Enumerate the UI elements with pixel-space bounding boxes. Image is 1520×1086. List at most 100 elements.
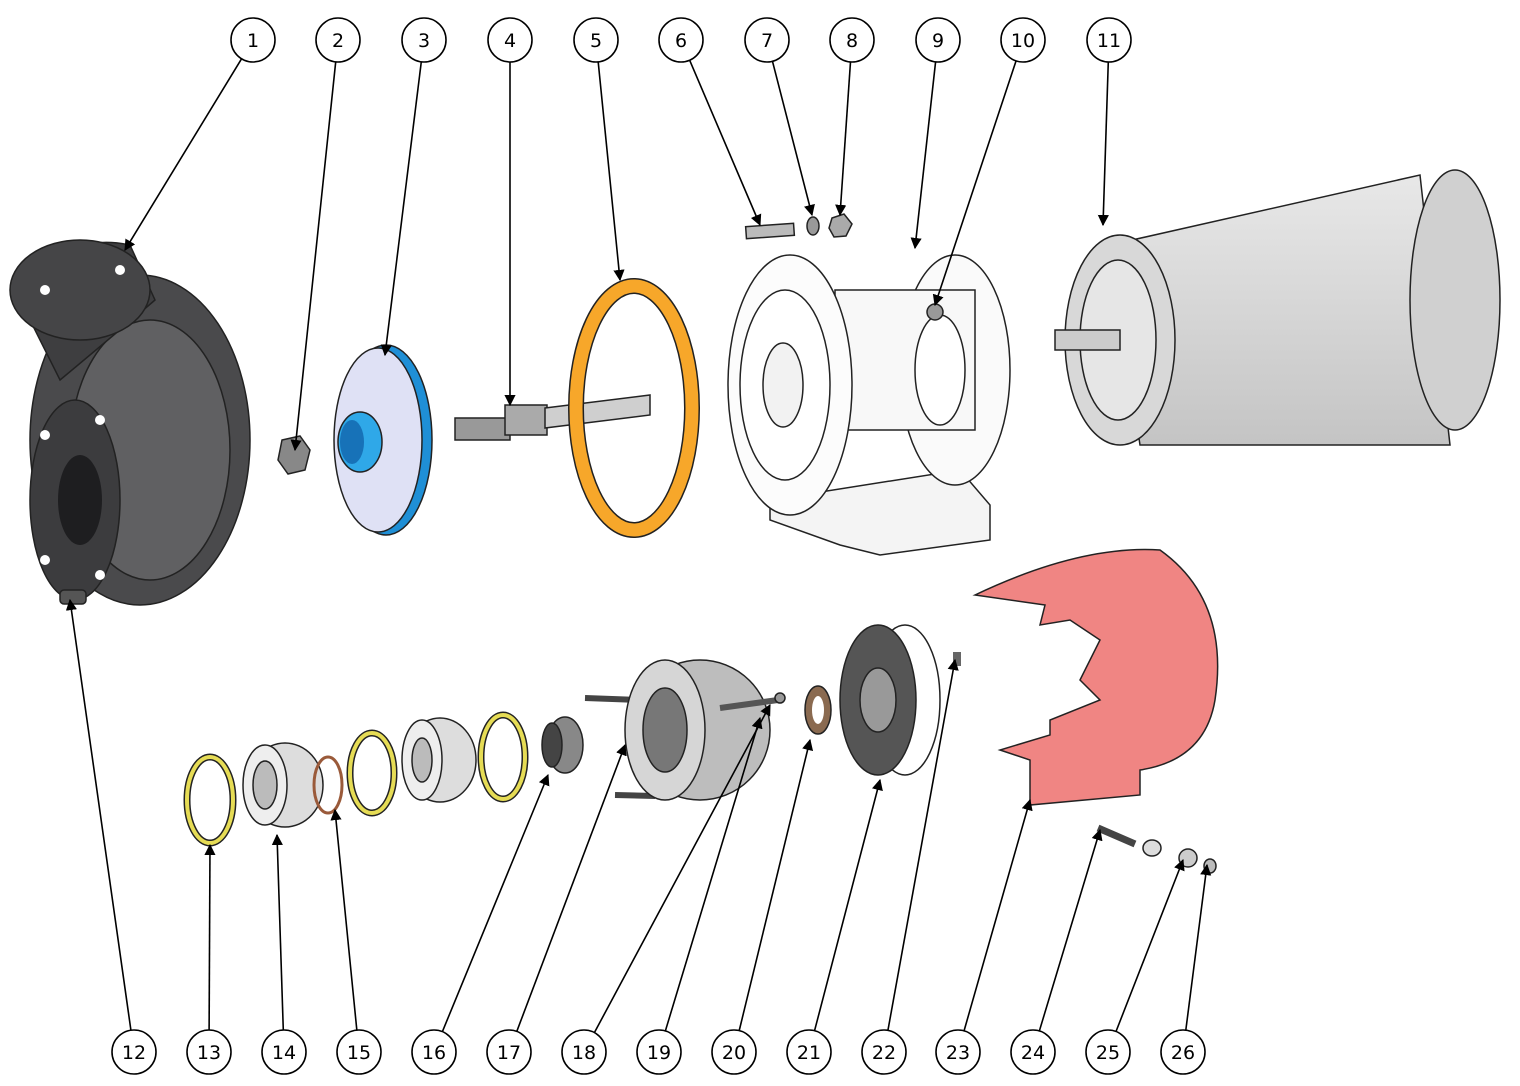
leader-line-23: [963, 798, 1033, 1032]
bearing: [242, 742, 324, 828]
balloon-circle: [829, 17, 875, 63]
balloon-1: 1: [230, 17, 276, 63]
leader-line-12: [65, 598, 132, 1031]
balloon-label: 1: [247, 30, 259, 52]
pump-casing: [9, 239, 251, 606]
leader-line-25: [1115, 858, 1185, 1032]
balloon-label: 8: [846, 30, 858, 52]
balloon-22: 22: [861, 1029, 907, 1075]
leader-line-5: [597, 61, 625, 282]
bearing-bracket: [727, 254, 1011, 556]
balloon-circle: [1000, 17, 1046, 63]
coupling-guard: [972, 548, 1219, 806]
leader-line-15: [330, 808, 358, 1031]
balloon-6: 6: [658, 17, 704, 63]
balloon-10: 10: [1000, 17, 1046, 63]
balloon-label: 13: [197, 1042, 221, 1064]
balloon-circle: [230, 17, 276, 63]
balloon-circle: [315, 17, 361, 63]
balloon-label: 3: [418, 30, 430, 52]
yellow-ring: [346, 729, 398, 817]
leader-line-19: [664, 716, 763, 1032]
balloon-label: 17: [497, 1042, 521, 1064]
balloon-circle: [935, 1029, 981, 1075]
balloon-circle: [561, 1029, 607, 1075]
leader-line-2: [290, 61, 337, 452]
guard-fasteners: [1096, 824, 1217, 874]
balloon-circle: [486, 1029, 532, 1075]
balloon-15: 15: [336, 1029, 382, 1075]
balloon-circle: [1085, 1029, 1131, 1075]
balloon-circle: [401, 17, 447, 63]
balloon-24: 24: [1010, 1029, 1056, 1075]
balloon-26: 26: [1160, 1029, 1206, 1075]
balloon-12: 12: [111, 1029, 157, 1075]
mechanical-seal: [541, 716, 584, 774]
balloon-label: 11: [1097, 30, 1121, 52]
gasket: [568, 278, 700, 538]
balloon-circle: [1086, 17, 1132, 63]
brown-o-ring: [312, 755, 344, 815]
balloon-4: 4: [487, 17, 533, 63]
shaft: [454, 394, 651, 441]
balloon-label: 23: [946, 1042, 970, 1064]
balloon-circle: [186, 1029, 232, 1075]
bearing-housing: [584, 659, 771, 801]
balloon-label: 4: [504, 30, 516, 52]
drain-plug: [59, 589, 87, 605]
balloon-label: 21: [797, 1042, 821, 1064]
balloon-circle: [786, 1029, 832, 1075]
balloon-label: 2: [332, 30, 344, 52]
impeller: [333, 344, 433, 536]
motor: [1054, 169, 1501, 446]
leader-line-18: [593, 704, 771, 1033]
balloon-circle: [1010, 1029, 1056, 1075]
balloon-circle: [744, 17, 790, 63]
balloon-circle: [336, 1029, 382, 1075]
balloon-8: 8: [829, 17, 875, 63]
balloon-21: 21: [786, 1029, 832, 1075]
yellow-ring-2: [477, 711, 529, 803]
balloon-circle: [111, 1029, 157, 1075]
balloon-label: 15: [347, 1042, 371, 1064]
seal-ring: [183, 753, 237, 847]
balloon-18: 18: [561, 1029, 607, 1075]
balloon-label: 10: [1011, 30, 1035, 52]
fan: [839, 624, 941, 776]
studs: [719, 692, 786, 711]
balloon-circle: [1160, 1029, 1206, 1075]
leader-line-24: [1038, 828, 1103, 1032]
balloon-17: 17: [486, 1029, 532, 1075]
leader-line-8: [835, 61, 852, 217]
balloon-circle: [636, 1029, 682, 1075]
balloon-label: 18: [572, 1042, 596, 1064]
balloon-circle: [861, 1029, 907, 1075]
leader-line-11: [1097, 61, 1110, 227]
balloon-label: 7: [761, 30, 773, 52]
leader-line-21: [813, 778, 883, 1031]
balloon-5: 5: [573, 17, 619, 63]
leader-line-26: [1185, 863, 1212, 1031]
stud-washer-nut: [744, 213, 853, 240]
leader-line-20: [738, 738, 814, 1031]
leader-line-3: [380, 61, 423, 357]
balloon-20: 20: [711, 1029, 757, 1075]
balloon-label: 22: [872, 1042, 896, 1064]
leader-line-22: [887, 658, 959, 1031]
balloon-label: 16: [422, 1042, 446, 1064]
balloon-13: 13: [186, 1029, 232, 1075]
balloon-label: 20: [722, 1042, 746, 1064]
balloon-circle: [487, 17, 533, 63]
leader-line-14: [271, 833, 285, 1031]
leader-line-10: [932, 60, 1017, 307]
leader-line-16: [441, 773, 550, 1032]
bearing-2: [401, 717, 477, 803]
leader-line-1: [124, 58, 243, 251]
balloon-label: 26: [1171, 1042, 1195, 1064]
balloon-label: 19: [647, 1042, 671, 1064]
balloon-label: 6: [675, 30, 687, 52]
balloon-16: 16: [411, 1029, 457, 1075]
balloon-label: 5: [590, 30, 602, 52]
leader-line-7: [771, 61, 815, 217]
